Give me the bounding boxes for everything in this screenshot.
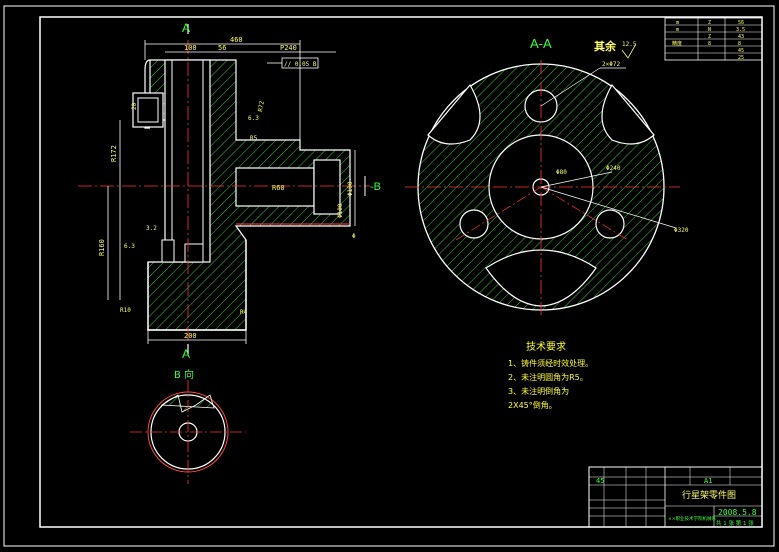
dim-r160: R160 [98, 239, 106, 256]
dim-phi100: Φ100 [337, 203, 344, 218]
roughness-32: 3.2 [146, 225, 157, 232]
table-r5-c2: 25 [738, 55, 744, 61]
dim-overall-width: 460 [230, 36, 243, 44]
tech-note-2: 2、未注明圆角为R5。 [508, 372, 588, 382]
dim-phi240: Φ240 [606, 165, 621, 172]
part-name: 行星架零件图 [682, 489, 736, 501]
outer-border [3, 5, 775, 547]
dim-phi190: Φ190 [347, 181, 354, 196]
table-r1-c1: N [708, 27, 711, 33]
section-aa-view: A-A 其余 12.5 2×Φ72 Φ240 Φ320 Φ80 [405, 36, 689, 315]
b-view-label: B 向 [174, 368, 194, 381]
planet-hole-left [459, 209, 489, 239]
roughness-rest-value: 12.5 [622, 41, 637, 48]
dim-2phi72: 2×Φ72 [602, 61, 620, 68]
dim-e20: 20 [131, 102, 138, 110]
title-quantity: 45 [596, 477, 604, 485]
table-r3-c2: 8 [738, 41, 741, 47]
dim-r172: R172 [110, 145, 118, 162]
school-name: ××职业技术学院机械系 [668, 515, 717, 522]
tech-note-3: 3、未注明倒角为 [508, 386, 569, 396]
dim-phi: Φ [352, 233, 356, 240]
table-r0-c0: m [676, 20, 679, 26]
dim-56: 56 [218, 44, 226, 52]
dim-r10: R10 [120, 307, 131, 314]
dim-200: 200 [184, 332, 197, 340]
dim-r60: R60 [272, 184, 285, 192]
inner-border [39, 16, 763, 528]
title-block: 45 A1 行星架零件图 ××职业技术学院机械系 2008.5.8 共 1 张 … [588, 466, 763, 528]
roughness-63b: 6.3 [124, 243, 135, 250]
table-r2-c2: 43 [738, 34, 744, 40]
tech-note-4: 2X45°倒角。 [508, 400, 557, 410]
dim-phi80: Φ80 [556, 169, 567, 176]
gear-parameter-table: m Z 56 m N 3.5 Z 43 精度 8 8 45 25 [664, 17, 763, 61]
roughness-63a: 6.3 [248, 115, 259, 122]
dim-r5: R5 [250, 135, 258, 142]
table-r0-c1: Z [708, 20, 711, 26]
table-r3-c0: 精度 [672, 40, 682, 47]
section-mark-top: A [182, 21, 190, 35]
tech-note-1: 1、铸件须经时效处理。 [508, 358, 593, 368]
dim-p240: P240 [280, 44, 297, 52]
title-scale: A1 [704, 477, 712, 485]
section-aa-label: A-A [530, 36, 552, 51]
view-b: B 向 [130, 368, 246, 484]
dim-phi320: Φ320 [674, 227, 689, 234]
section-b-mark: -B [370, 181, 381, 193]
tolerance-text: // 0.05 B [284, 61, 317, 68]
table-r1-c0: m [676, 27, 679, 33]
table-r1-c2: 3.5 [736, 27, 745, 33]
roughness-rest-label: 其余 [594, 39, 617, 53]
table-r4-c2: 45 [738, 48, 744, 54]
technical-notes: 技术要求 1、铸件须经时效处理。 2、未注明圆角为R5。 3、未注明倒角为 2X… [508, 340, 593, 410]
section-mark-bottom: A [182, 347, 190, 361]
tech-notes-title: 技术要求 [526, 340, 566, 353]
dim-r4: R4 [240, 309, 248, 316]
sheet-count: 共 1 张 第 1 张 [716, 519, 754, 527]
planet-hole-right [595, 209, 625, 239]
dim-100: 100 [184, 44, 197, 52]
table-r3-c1: 8 [708, 41, 711, 47]
table-r2-c1: Z [708, 34, 711, 40]
drawing-date: 2008.5.8 [718, 508, 757, 517]
dim-r72: R72 [257, 100, 266, 112]
side-section-view: A A -B 460 100 56 P240 // 0.05 B R72 R17… [78, 21, 381, 361]
shaft-bore [235, 167, 315, 207]
table-r0-c2: 56 [738, 20, 744, 26]
